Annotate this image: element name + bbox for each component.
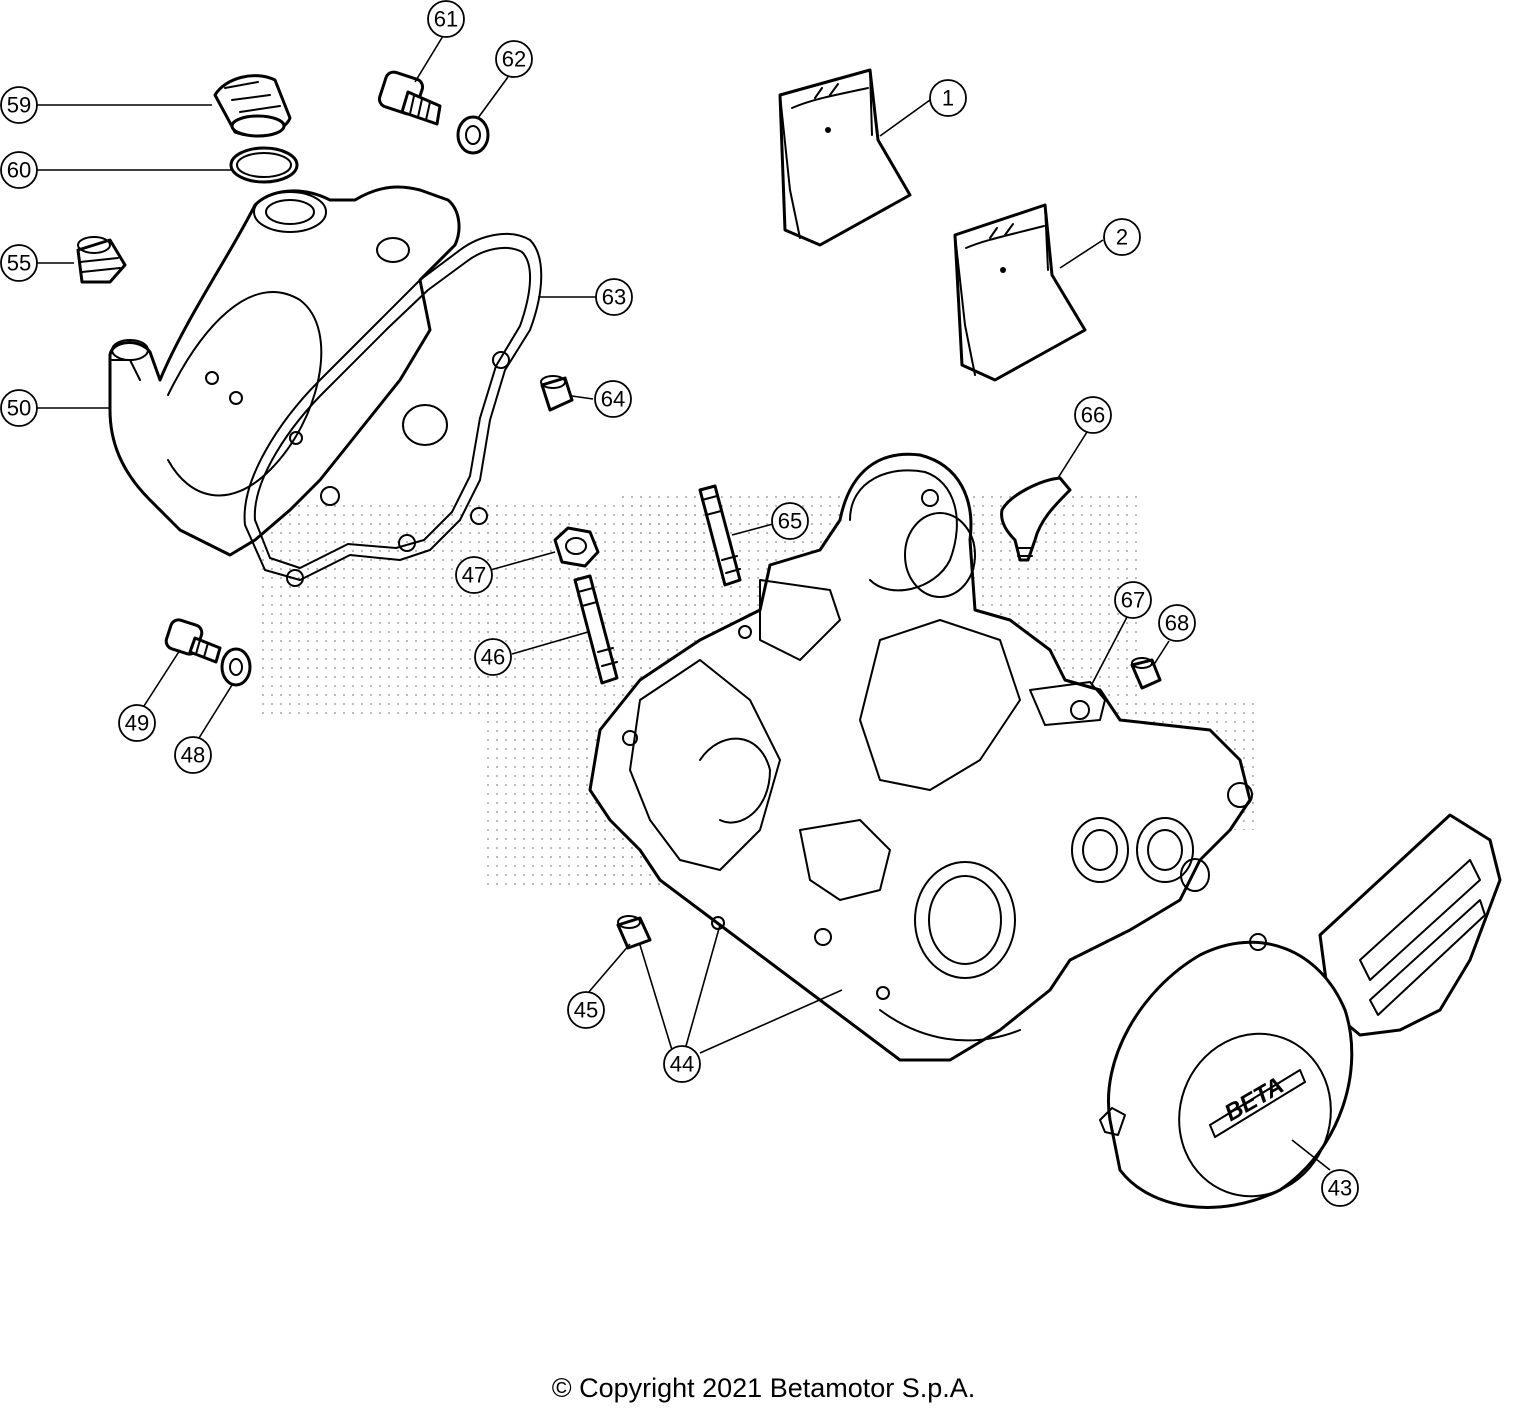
copyright-notice: © Copyright 2021 Betamotor S.p.A. <box>551 1373 976 1403</box>
svg-text:49: 49 <box>125 711 149 736</box>
screw-49 <box>164 618 222 664</box>
stud-65 <box>698 484 742 587</box>
svg-text:45: 45 <box>574 998 598 1023</box>
callout-59: 59 <box>0 86 38 124</box>
svg-text:48: 48 <box>181 743 205 768</box>
flange-nut <box>553 526 600 568</box>
svg-text:62: 62 <box>502 47 526 72</box>
callout-45: 45 <box>567 991 605 1029</box>
callout-2: 2 <box>1103 218 1141 256</box>
crankcase <box>588 452 1253 1062</box>
svg-text:61: 61 <box>434 7 458 32</box>
svg-text:63: 63 <box>602 285 626 310</box>
svg-text:64: 64 <box>601 387 625 412</box>
callout-50: 50 <box>0 389 38 427</box>
svg-text:1: 1 <box>942 86 954 111</box>
gasket-pouch-1 <box>778 68 912 247</box>
callout-43: 43 <box>1321 1169 1359 1207</box>
svg-text:50: 50 <box>7 396 31 421</box>
svg-text:47: 47 <box>462 563 486 588</box>
callout-47: 47 <box>455 556 493 594</box>
o-ring <box>229 146 299 184</box>
callout-49: 49 <box>118 704 156 742</box>
callout-65: 65 <box>771 502 809 540</box>
plug-55 <box>76 236 127 284</box>
svg-text:65: 65 <box>778 509 802 534</box>
dowel-68 <box>1130 657 1162 690</box>
dowel-45 <box>616 915 652 950</box>
callout-68: 68 <box>1158 604 1196 642</box>
svg-text:67: 67 <box>1121 588 1145 613</box>
svg-text:46: 46 <box>481 645 505 670</box>
callout-66: 66 <box>1074 396 1112 434</box>
svg-text:43: 43 <box>1328 1176 1352 1201</box>
callout-63: 63 <box>595 278 633 316</box>
callout-1: 1 <box>929 79 967 117</box>
stud-46 <box>573 574 619 685</box>
callout-67: 67 <box>1114 581 1152 619</box>
svg-text:68: 68 <box>1165 611 1189 636</box>
clutch-cover <box>108 185 461 557</box>
callout-46: 46 <box>474 638 512 676</box>
washer-48 <box>220 647 252 687</box>
svg-text:2: 2 <box>1116 225 1128 250</box>
callout-64: 64 <box>594 380 632 418</box>
gasket-pouch-2 <box>953 203 1087 382</box>
dowel-64 <box>540 375 574 412</box>
svg-text:44: 44 <box>670 1052 694 1077</box>
elbow-fitting <box>1000 476 1072 562</box>
svg-text:55: 55 <box>7 251 31 276</box>
callout-55: 55 <box>0 244 38 282</box>
svg-text:59: 59 <box>7 93 31 118</box>
drain-screw <box>377 70 442 126</box>
callout-61: 61 <box>427 0 465 38</box>
ignition-cover: BETA <box>1099 813 1502 1209</box>
oil-filler-cap <box>213 74 292 138</box>
leader-lines <box>37 35 1331 1171</box>
cover-gasket <box>243 232 543 587</box>
callout-62: 62 <box>495 40 533 78</box>
crankcase-gasket <box>1029 681 1106 726</box>
svg-text:66: 66 <box>1081 403 1105 428</box>
callout-60: 60 <box>0 151 38 189</box>
callout-48: 48 <box>174 736 212 774</box>
callouts: 1 2 43 44 45 46 47 48 49 50 55 59 60 61 … <box>0 0 1359 1207</box>
washer-62 <box>456 115 490 155</box>
callout-44: 44 <box>663 1045 701 1083</box>
svg-text:60: 60 <box>7 158 31 183</box>
